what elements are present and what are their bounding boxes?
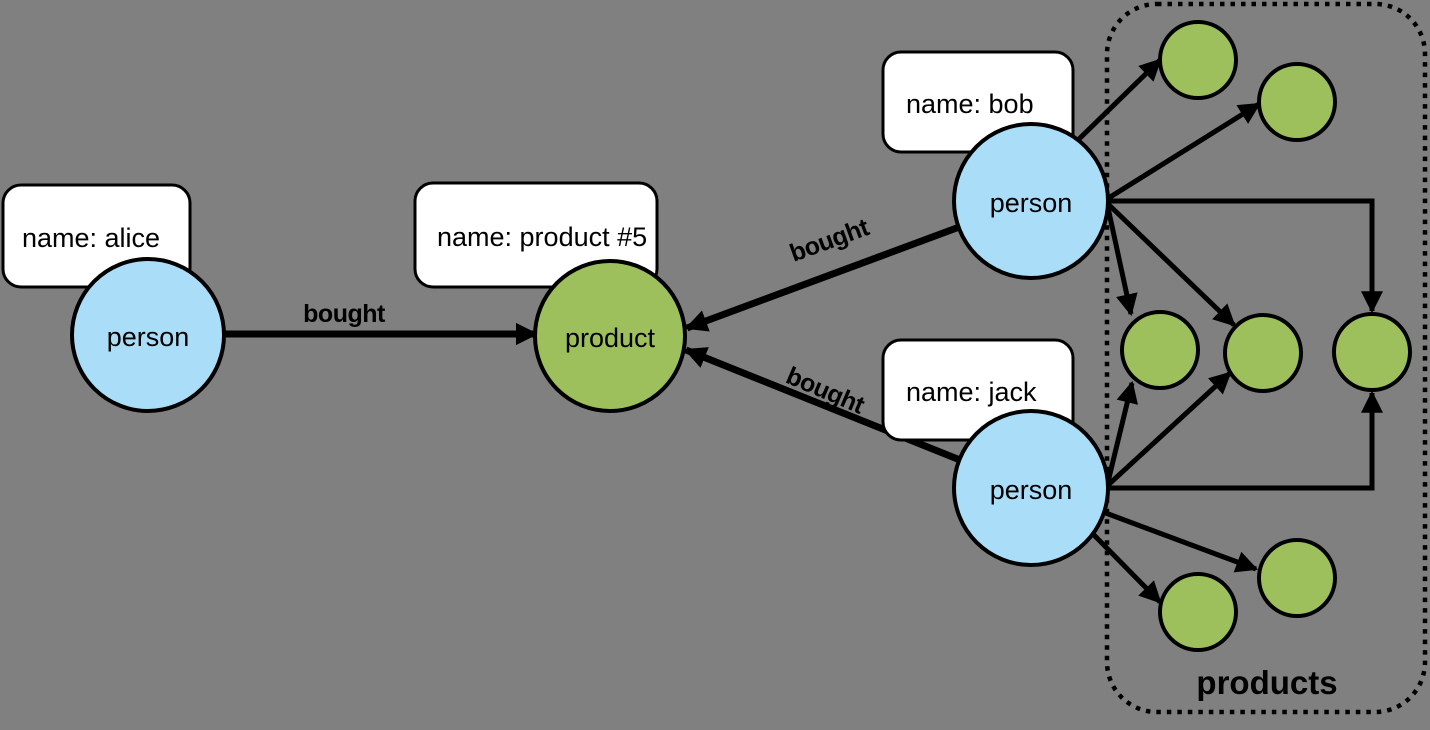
product-node — [1120, 310, 1200, 390]
product-node — [1257, 538, 1337, 618]
edge-jack-product-5 — [1090, 531, 1162, 604]
edge-jack-product-1 — [1104, 380, 1139, 487]
alice-property-label: name: alice — [22, 223, 160, 253]
product-node — [1332, 312, 1412, 392]
edge-jack-product-3 — [1107, 390, 1384, 491]
bob-property-label: name: bob — [906, 89, 1034, 119]
edge-bob-bought-product — [684, 222, 964, 332]
products-cluster-label: products — [1196, 664, 1337, 701]
edge-bob-product-4 — [1105, 201, 1236, 327]
edge-bob-product-2 — [1105, 101, 1261, 202]
product-node — [1158, 20, 1238, 100]
products-cluster-boundary — [1104, 1, 1428, 715]
alice-node-label: person — [107, 322, 190, 352]
edge-jack-product-2 — [1105, 371, 1232, 488]
product-node — [1158, 572, 1238, 652]
jack-node — [952, 409, 1110, 567]
product5-property-label: name: product #5 — [437, 222, 647, 252]
product-node — [1223, 313, 1303, 393]
bob-node-label: person — [990, 188, 1073, 218]
alice-bought-edge-label: bought — [303, 300, 386, 328]
product5-node — [533, 259, 687, 413]
product5-node-label: product — [565, 323, 656, 353]
jack-property-label: name: jack — [906, 377, 1037, 407]
edge-bob-product-3 — [1104, 202, 1138, 317]
edge-bob-product-1 — [1076, 58, 1162, 142]
edge-jack-bought-product — [683, 346, 962, 464]
product-node — [1257, 62, 1337, 142]
bob-node — [952, 122, 1110, 280]
jack-node-label: person — [990, 475, 1073, 505]
edge-jack-product-4 — [1102, 509, 1259, 573]
alice-node — [70, 257, 226, 413]
edge-bob-product-5 — [1107, 198, 1384, 314]
